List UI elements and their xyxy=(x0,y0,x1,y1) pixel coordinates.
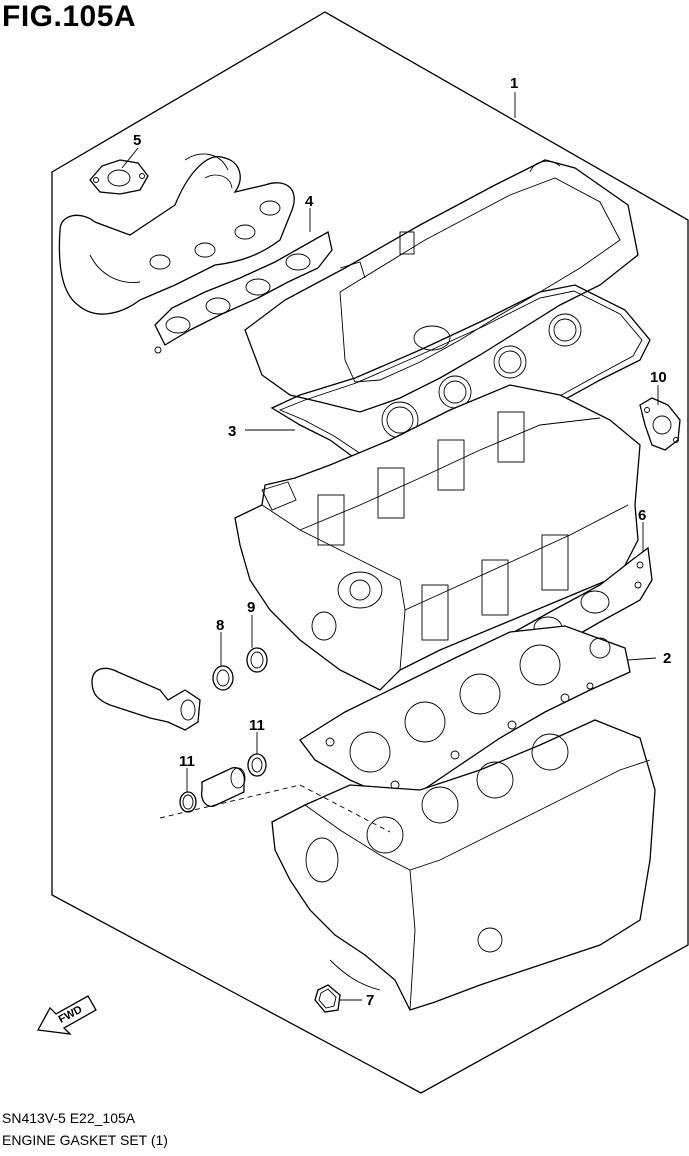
rear-seal-gasket xyxy=(314,984,341,1013)
callout-4: 4 xyxy=(305,193,314,210)
cylinder-block xyxy=(271,719,656,1011)
leader-lines xyxy=(121,92,659,1001)
callout-1: 1 xyxy=(510,75,518,92)
callout-2: 2 xyxy=(663,650,671,667)
diagram-code: SN413V-5 E22_105A xyxy=(2,1110,136,1126)
callout-9: 9 xyxy=(247,599,255,616)
callout-8: 8 xyxy=(216,617,224,634)
o-ring-11-upper xyxy=(247,753,267,777)
throttle-body-gasket xyxy=(89,159,149,195)
callout-10: 10 xyxy=(650,369,667,386)
callout-7: 7 xyxy=(366,992,374,1009)
dowel-pipe xyxy=(200,767,246,807)
cylinder-head-cover xyxy=(244,159,639,413)
o-ring-11-lower xyxy=(179,791,197,813)
fwd-arrow-icon: FWD xyxy=(36,995,97,1035)
intake-manifold-gasket xyxy=(154,231,333,354)
diagram-name: ENGINE GASKET SET (1) xyxy=(2,1132,168,1148)
figure-title: FIG.105A xyxy=(2,0,137,33)
o-ring-8 xyxy=(212,665,234,691)
cylinder-head xyxy=(234,384,641,691)
callout-5: 5 xyxy=(133,132,141,149)
callout-6: 6 xyxy=(638,507,646,524)
callout-11-upper: 11 xyxy=(249,717,265,734)
callout-11-lower: 11 xyxy=(179,753,195,770)
callout-3: 3 xyxy=(228,423,236,440)
water-inlet-pipe xyxy=(91,667,201,731)
gasket-set-frame xyxy=(51,11,689,1094)
o-ring-9 xyxy=(246,647,268,673)
outlet-gasket xyxy=(639,397,681,451)
intake-manifold xyxy=(58,153,295,315)
